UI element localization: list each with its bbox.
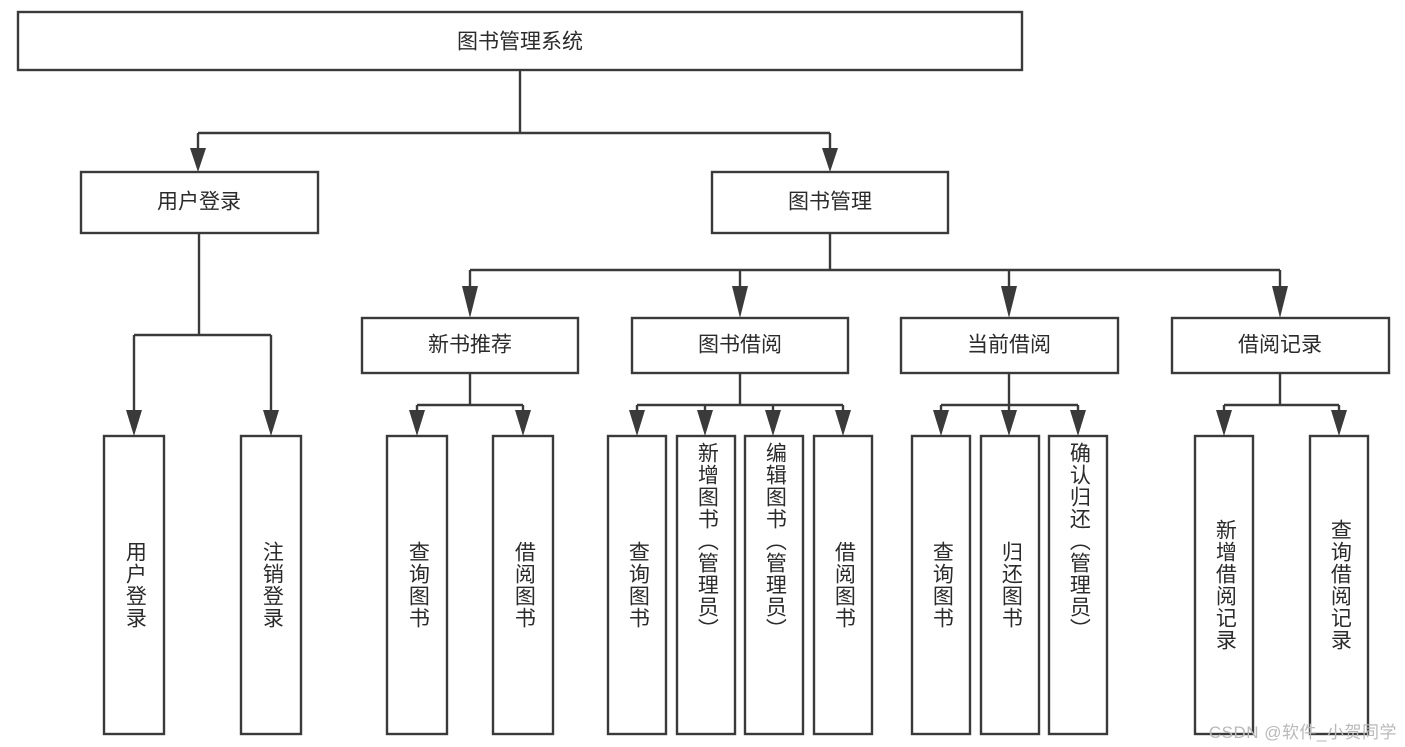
- node-box-leaf-7[interactable]: [812, 434, 874, 736]
- arrow-head-borrow-record: [1272, 286, 1288, 318]
- arrow-head-leaf-add-record: [1216, 410, 1232, 436]
- label-book-manage: 图书管理: [788, 191, 872, 214]
- label-user-login: 用户登录: [157, 191, 241, 214]
- arrow-head-leaf-query-book-3: [933, 410, 949, 436]
- arrow-head-leaf-logout: [263, 410, 279, 436]
- node-box-root[interactable]: [16, 10, 1024, 72]
- label-new-book-recommend: 新书推荐: [428, 334, 512, 357]
- node-box-borrow-record[interactable]: [1170, 316, 1391, 375]
- node-box-leaf-9[interactable]: [979, 434, 1041, 736]
- arrow-head-leaf-query-record: [1331, 410, 1347, 436]
- node-box-leaf-4[interactable]: [606, 434, 668, 736]
- node-box-leaf-1[interactable]: [239, 434, 303, 736]
- node-box-book-borrow[interactable]: [630, 316, 850, 375]
- node-box-leaf-5[interactable]: [675, 434, 737, 736]
- node-box-leaf-0[interactable]: [102, 434, 166, 736]
- connector-layer: [126, 70, 1347, 436]
- arrow-head-user-login: [190, 148, 206, 172]
- label-current-borrow: 当前借阅: [967, 334, 1051, 357]
- node-box-leaf-8[interactable]: [910, 434, 972, 736]
- arrow-head-leaf-user-login: [126, 410, 142, 436]
- label-root: 图书管理系统: [457, 31, 583, 54]
- node-box-leaf-10[interactable]: [1047, 434, 1109, 736]
- label-borrow-record: 借阅记录: [1238, 334, 1322, 357]
- node-box-leaf-3[interactable]: [491, 434, 555, 736]
- node-box-leaf-2[interactable]: [385, 434, 449, 736]
- node-box-new-book-recommend[interactable]: [360, 316, 580, 375]
- arrow-head-leaf-return-book: [1001, 410, 1017, 436]
- node-box-user-login[interactable]: [79, 170, 320, 235]
- node-box-layer: [16, 10, 1391, 736]
- arrow-head-current-borrow: [1001, 286, 1017, 318]
- arrow-head-leaf-confirm-return: [1070, 410, 1086, 436]
- arrow-head-book-manage: [822, 148, 838, 172]
- node-box-book-manage[interactable]: [710, 170, 950, 235]
- label-book-borrow: 图书借阅: [698, 334, 782, 357]
- node-box-leaf-11[interactable]: [1193, 434, 1255, 736]
- arrow-head-leaf-query-book-1: [409, 410, 425, 436]
- node-label-layer: 图书管理系统 用户登录 图书管理 新书推荐 图书借阅 当前借阅 借阅记录: [157, 31, 1322, 357]
- node-box-leaf-6[interactable]: [743, 434, 805, 736]
- node-box-leaf-12[interactable]: [1308, 434, 1370, 736]
- arrow-head-new-book-rec: [462, 286, 478, 318]
- arrow-head-leaf-add-book: [697, 410, 713, 436]
- node-box-current-borrow[interactable]: [899, 316, 1120, 375]
- arrow-head-leaf-borrow-book-1: [515, 410, 531, 436]
- arrow-head-leaf-edit-book: [765, 410, 781, 436]
- arrow-head-leaf-borrow-book-2: [835, 410, 851, 436]
- arrow-head-leaf-query-book-2: [629, 410, 645, 436]
- arrow-head-book-borrow: [732, 286, 748, 318]
